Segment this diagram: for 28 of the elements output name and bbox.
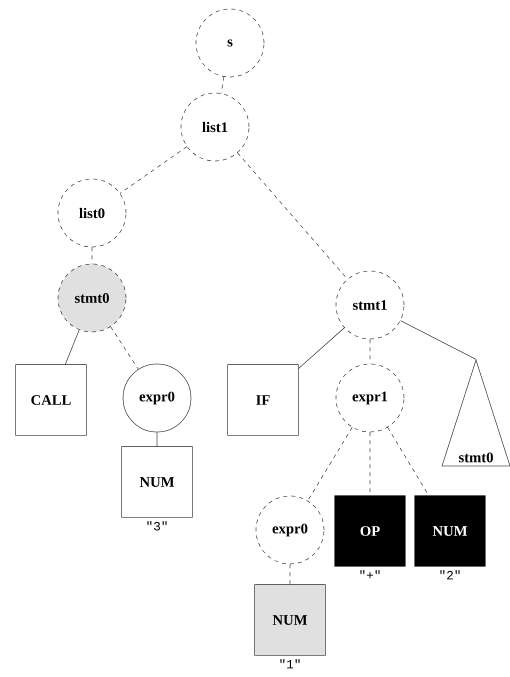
dashed-circle-node: list1: [180, 92, 250, 162]
tree-edge: [400, 320, 476, 360]
circle-node: expr0: [122, 364, 192, 432]
square-node: IF: [227, 364, 299, 436]
tree-edge: [298, 328, 345, 369]
tree-edge: [387, 427, 429, 496]
filled-square-node: NUM: [414, 495, 486, 567]
tree-edge: [120, 146, 188, 194]
tree-edge: [156, 432, 158, 447]
dashed-circle-node: s: [196, 8, 264, 78]
dashed-circle-node: expr0: [256, 496, 324, 564]
square-node: CALL: [15, 364, 87, 436]
tree-edge: [237, 152, 348, 280]
shaded-square-node: NUM: [254, 584, 326, 656]
value-label: "1": [280, 659, 300, 668]
value-label: "2": [440, 570, 460, 580]
filled-square-node: OP: [334, 495, 406, 567]
dashed-circle-node: stmt1: [336, 270, 404, 340]
dashed-circle-node: list0: [58, 178, 126, 248]
dashed-circle-node: expr1: [336, 364, 404, 432]
tree-edge: [308, 427, 353, 501]
shaded-circle-node: stmt0: [58, 264, 126, 332]
tree-edge: [65, 330, 80, 365]
tree-edge: [110, 326, 139, 370]
value-label: "+": [360, 570, 380, 578]
value-label: "3": [147, 521, 167, 530]
tree-edge: [220, 76, 224, 94]
square-node: NUM: [121, 446, 193, 518]
